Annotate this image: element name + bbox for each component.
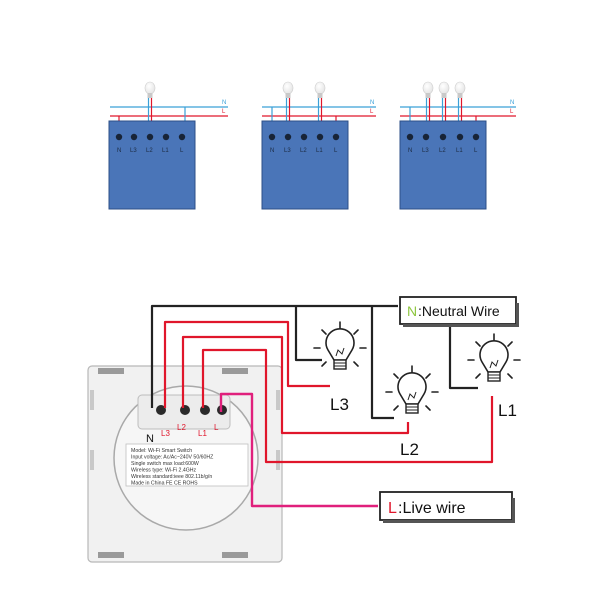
neutral-line-label: N: [510, 100, 514, 106]
live-line-label: L: [370, 109, 374, 115]
neutral-wire-callout: N :Neutral Wire: [399, 296, 519, 327]
bulb-l3-label: L3: [330, 395, 349, 414]
terminal-n-label: N: [146, 433, 154, 445]
load-wiring: [163, 320, 494, 464]
neutral-line-label: N: [222, 100, 226, 106]
neutral-line-label: N: [370, 100, 374, 106]
neutral-wiring: [150, 304, 478, 420]
specification-sticker: Model: Wi-Fi Smart Switch Input voltage:…: [125, 443, 249, 487]
terminal-l-label: L: [180, 148, 184, 154]
sticker-line: Input voltage: Ac/Ac~240V 50/60HZ: [131, 455, 213, 461]
terminal-row: [115, 133, 186, 141]
bulb-l2-label: L2: [400, 440, 419, 459]
terminal-n-label: N: [270, 148, 274, 154]
live-line-label: L: [222, 109, 226, 115]
bulb-icon: [422, 81, 434, 98]
bulb-icon: [314, 81, 326, 98]
sticker-line: Single switch max load:600W: [131, 461, 199, 467]
live-line-label: L: [510, 109, 514, 115]
top-panel-three-gang: N L N L3 L2 L1: [399, 81, 516, 210]
bulb-l3-icon: [313, 321, 367, 370]
live-wiring: [219, 392, 378, 508]
terminal-n-label: N: [117, 148, 121, 154]
sticker-line: Wireless type: Wi-Fi 2.4GHz: [131, 468, 197, 474]
terminal-l3-label: L3: [161, 429, 170, 438]
sticker-line: Model: Wi-Fi Smart Switch: [131, 448, 192, 454]
terminal-l2-label: L2: [439, 148, 446, 154]
bulb-icon: [144, 81, 156, 98]
bulb-icon: [282, 81, 294, 98]
terminal-l2-label: L2: [146, 148, 153, 154]
terminal-l-label: L: [214, 423, 219, 432]
neutral-callout-text: :Neutral Wire: [418, 303, 500, 319]
terminal-l-label: L: [474, 148, 478, 154]
bulb-l2-icon: [385, 365, 439, 414]
neutral-callout-letter: N: [407, 303, 417, 319]
bulb-l1-label: L1: [498, 401, 517, 420]
terminal-n-label: N: [408, 148, 412, 154]
terminal-l1-label: L1: [198, 429, 207, 438]
terminal-l2-label: L2: [177, 423, 186, 432]
terminal-l3-label: L3: [130, 148, 137, 154]
terminal-l2-label: L2: [300, 148, 307, 154]
terminal-row: [406, 133, 480, 141]
terminal-l1-label: L1: [316, 148, 323, 154]
terminal-l-label: L: [334, 148, 338, 154]
terminal-row: [268, 133, 340, 141]
top-panel-two-gang: N L N L3 L2 L1 L: [261, 81, 376, 210]
live-callout-letter: L: [388, 500, 397, 517]
sticker-line: Wireless standard:ieee 802.11b/g/n: [131, 474, 212, 480]
live-callout-text: :Live wire: [398, 500, 466, 517]
terminal-l3-label: L3: [284, 148, 291, 154]
terminal-l1-label: L1: [456, 148, 463, 154]
bulb-l1-icon: [467, 333, 521, 382]
terminal-l1-label: L1: [162, 148, 169, 154]
bulb-icon: [438, 81, 450, 98]
top-panel-one-gang: N L N L3 L2 L1 L: [108, 81, 228, 210]
sticker-line: Made in China FE CE ROHS: [131, 481, 198, 487]
live-wire-callout: L :Live wire: [379, 491, 515, 523]
terminal-l3-label: L3: [422, 148, 429, 154]
bulb-icon: [454, 81, 466, 98]
